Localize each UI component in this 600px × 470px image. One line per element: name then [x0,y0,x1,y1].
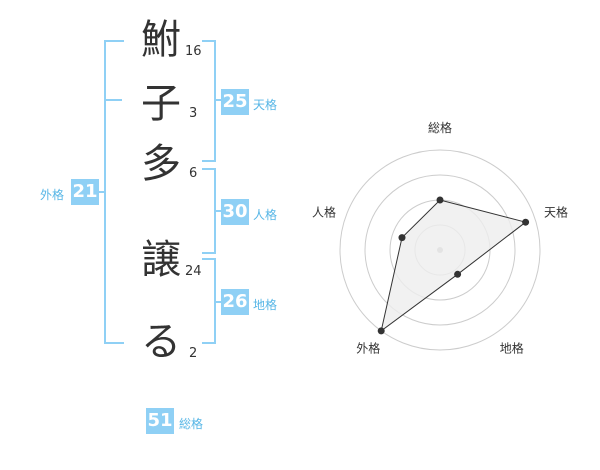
chikaku-value: 26 [221,289,249,315]
gaikaku-label: 外格 [40,188,65,202]
name-char-3: 多 [141,141,181,187]
name-char-2: 子 [141,81,181,127]
chikaku-label: 地格 [253,298,278,312]
jinkaku-connector [214,210,221,212]
soukaku-label: 総格 [179,417,204,431]
radar-point-2 [522,218,530,226]
gaikaku-value: 21 [71,179,99,205]
gaikaku-connector [98,191,104,193]
radar-axis-label-5: 人格 [312,204,336,219]
chikaku-connector [214,301,221,303]
stroke-count-1: 16 [185,44,202,59]
stroke-count-5: 2 [189,346,198,361]
gaikaku-bracket [104,40,124,344]
radar-rings [339,149,541,351]
tenkaku-connector [214,99,221,101]
radar-point-5 [398,234,406,242]
tenkaku-label: 天格 [253,98,278,112]
radar-ring-4 [339,149,541,351]
radar-polygon [380,199,527,333]
stroke-count-3: 6 [189,166,198,181]
soukaku-value: 51 [146,408,174,434]
radar-point-4 [377,327,385,335]
radar-ring-3 [364,174,516,326]
radar-axis-label-3: 地格 [500,341,524,356]
jinkaku-label: 人格 [253,208,278,222]
radar-point-1 [436,196,444,204]
stroke-count-2: 3 [189,106,198,121]
name-char-1: 鮒 [141,17,181,63]
stroke-count-4: 24 [185,264,202,279]
radar-axis-label-1: 総格 [428,120,452,135]
radar-axis-label-4: 外格 [356,341,380,356]
gaikaku-bracket-tick [104,99,122,101]
radar-point-3 [454,270,462,278]
tenkaku-bracket [202,40,216,162]
radar-axis-label-2: 天格 [544,204,568,219]
name-char-4: 譲 [141,237,181,283]
name-char-5: る [141,319,181,365]
jinkaku-value: 30 [221,199,249,225]
tenkaku-value: 25 [221,89,249,115]
radar-polygon-layer [377,196,530,335]
